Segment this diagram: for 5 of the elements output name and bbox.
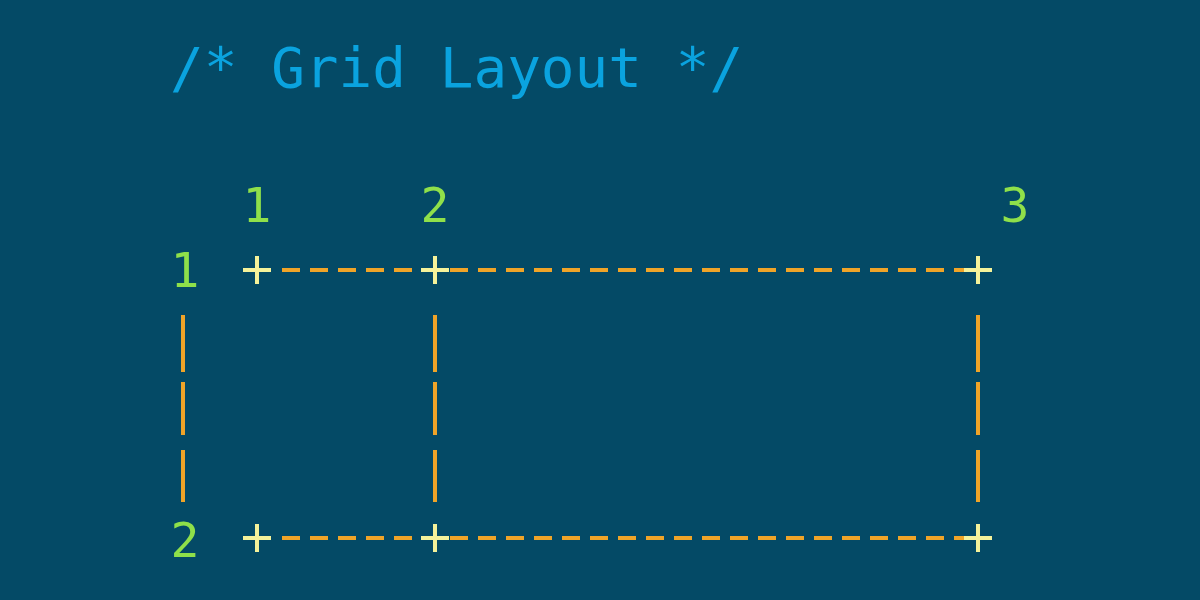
grid-line-number: 1 xyxy=(242,181,272,229)
grid-line-number: 2 xyxy=(420,181,450,229)
grid-line-number: 1 xyxy=(170,246,200,294)
grid-line-number: 2 xyxy=(170,516,200,564)
grid-line-number: 3 xyxy=(1000,181,1030,229)
